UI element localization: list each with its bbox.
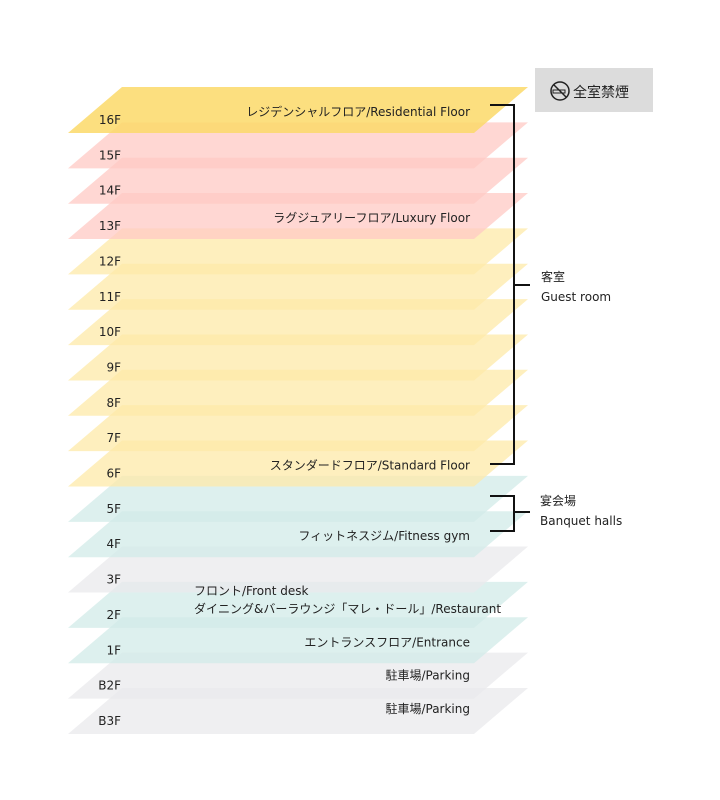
floor-label: 2F	[106, 608, 121, 622]
floor-label: 12F	[99, 254, 121, 268]
floor-text-layer: B3F駐車場/ParkingB2F駐車場/Parking1Fエントランスフロア/…	[98, 104, 501, 728]
floor-plate-8f	[68, 369, 528, 416]
floor-plate-2f	[68, 581, 528, 628]
floor-plate-11f	[68, 263, 528, 310]
floor-label: 16F	[99, 113, 121, 127]
banquet-bracket	[490, 495, 530, 532]
floor-label: 14F	[99, 184, 121, 198]
floor-plate-9f	[68, 334, 528, 381]
floor-description: 駐車場/Parking	[385, 668, 470, 683]
floor-plate-15f	[68, 122, 528, 169]
no-smoking-label: 全室禁煙	[573, 84, 629, 101]
floor-plate-10f	[68, 299, 528, 346]
floor-plate-16f	[68, 87, 528, 133]
no-smoking-icon	[550, 81, 570, 101]
floor-label: B2F	[98, 679, 121, 693]
floor-plate-5f	[68, 475, 528, 522]
floor-label: 9F	[106, 360, 121, 374]
floor-label: 3F	[106, 573, 121, 587]
banquet-label-ja: 宴会場	[540, 493, 576, 508]
floor-label: 8F	[106, 396, 121, 410]
floor-plate-b2f	[68, 652, 528, 699]
floor-description: エントランスフロア/Entrance	[304, 635, 470, 649]
banquet-label-en: Banquet halls	[540, 514, 622, 528]
floor-plate-1f	[68, 617, 528, 664]
floor-plate-13f	[68, 193, 528, 240]
guest-room-label-en: Guest room	[541, 290, 611, 304]
floor-description: ダイニング&バーラウンジ「マレ・ドール」/Restaurant	[194, 601, 501, 616]
floor-label: 11F	[99, 290, 121, 304]
floor-label: 5F	[106, 502, 121, 516]
floor-label: 10F	[99, 325, 121, 339]
floor-description: レジデンシャルフロア/Residential Floor	[246, 104, 470, 119]
floor-plate-14f	[68, 157, 528, 204]
floor-label: B3F	[98, 714, 121, 728]
floor-plate-6f	[68, 440, 528, 487]
guest-room-label-ja: 客室	[541, 269, 565, 284]
floor-description: ラグジュアリーフロア/Luxury Floor	[273, 211, 470, 225]
guest-room-bracket	[490, 104, 530, 465]
floor-label: 15F	[99, 148, 121, 162]
floor-description: 駐車場/Parking	[385, 701, 470, 716]
floor-description: スタンダードフロア/Standard Floor	[270, 458, 470, 473]
floor-description: フィットネスジム/Fitness gym	[298, 529, 470, 543]
floor-label: 7F	[106, 431, 121, 445]
floor-plate-12f	[68, 228, 528, 275]
floor-plate-4f	[68, 511, 528, 558]
floor-label: 4F	[106, 537, 121, 551]
floor-stack	[68, 87, 528, 734]
floor-plate-3f	[68, 546, 528, 593]
floor-description: フロント/Front desk	[194, 584, 308, 598]
floor-label: 6F	[106, 467, 121, 481]
floor-plate-7f	[68, 405, 528, 452]
floor-label: 13F	[99, 219, 121, 233]
floor-plate-b3f	[68, 687, 528, 734]
floor-label: 1F	[106, 643, 121, 657]
no-smoking-badge: 全室禁煙	[535, 68, 653, 112]
